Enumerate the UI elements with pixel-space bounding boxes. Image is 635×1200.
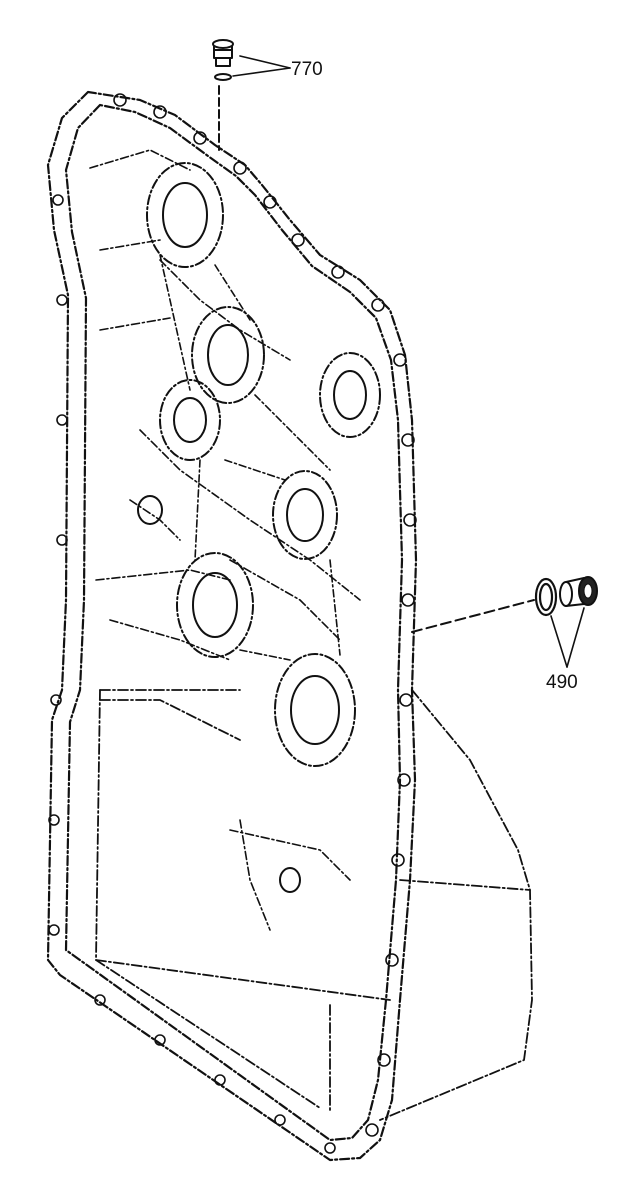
flange-bolt-lugs bbox=[48, 93, 417, 1154]
internal-ribs bbox=[89, 149, 361, 931]
part-490-assembly-line bbox=[411, 599, 535, 633]
bore-links bbox=[159, 254, 341, 661]
callout-label-770: 770 bbox=[291, 59, 323, 80]
part-770-sealing-ring bbox=[214, 73, 232, 81]
lower-housing-box bbox=[95, 689, 533, 1121]
part-490-sealing-ring bbox=[534, 577, 558, 617]
callout-770-leaders bbox=[232, 55, 291, 77]
callout-label-490: 490 bbox=[546, 672, 578, 693]
part-490-plug-screw bbox=[559, 576, 598, 607]
bearing-bores bbox=[137, 162, 381, 893]
callout-490-leaders bbox=[550, 607, 585, 668]
part-770-plug-screw bbox=[212, 39, 234, 67]
